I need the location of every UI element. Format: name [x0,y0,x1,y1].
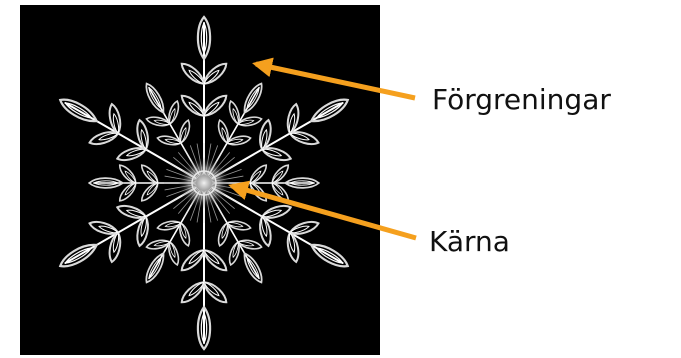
label-branches: Förgreningar [432,86,611,114]
label-core: Kärna [429,228,510,256]
snowflake-illustration [20,5,380,355]
snowflake-photo [20,5,380,355]
snowflake-core [178,157,230,209]
